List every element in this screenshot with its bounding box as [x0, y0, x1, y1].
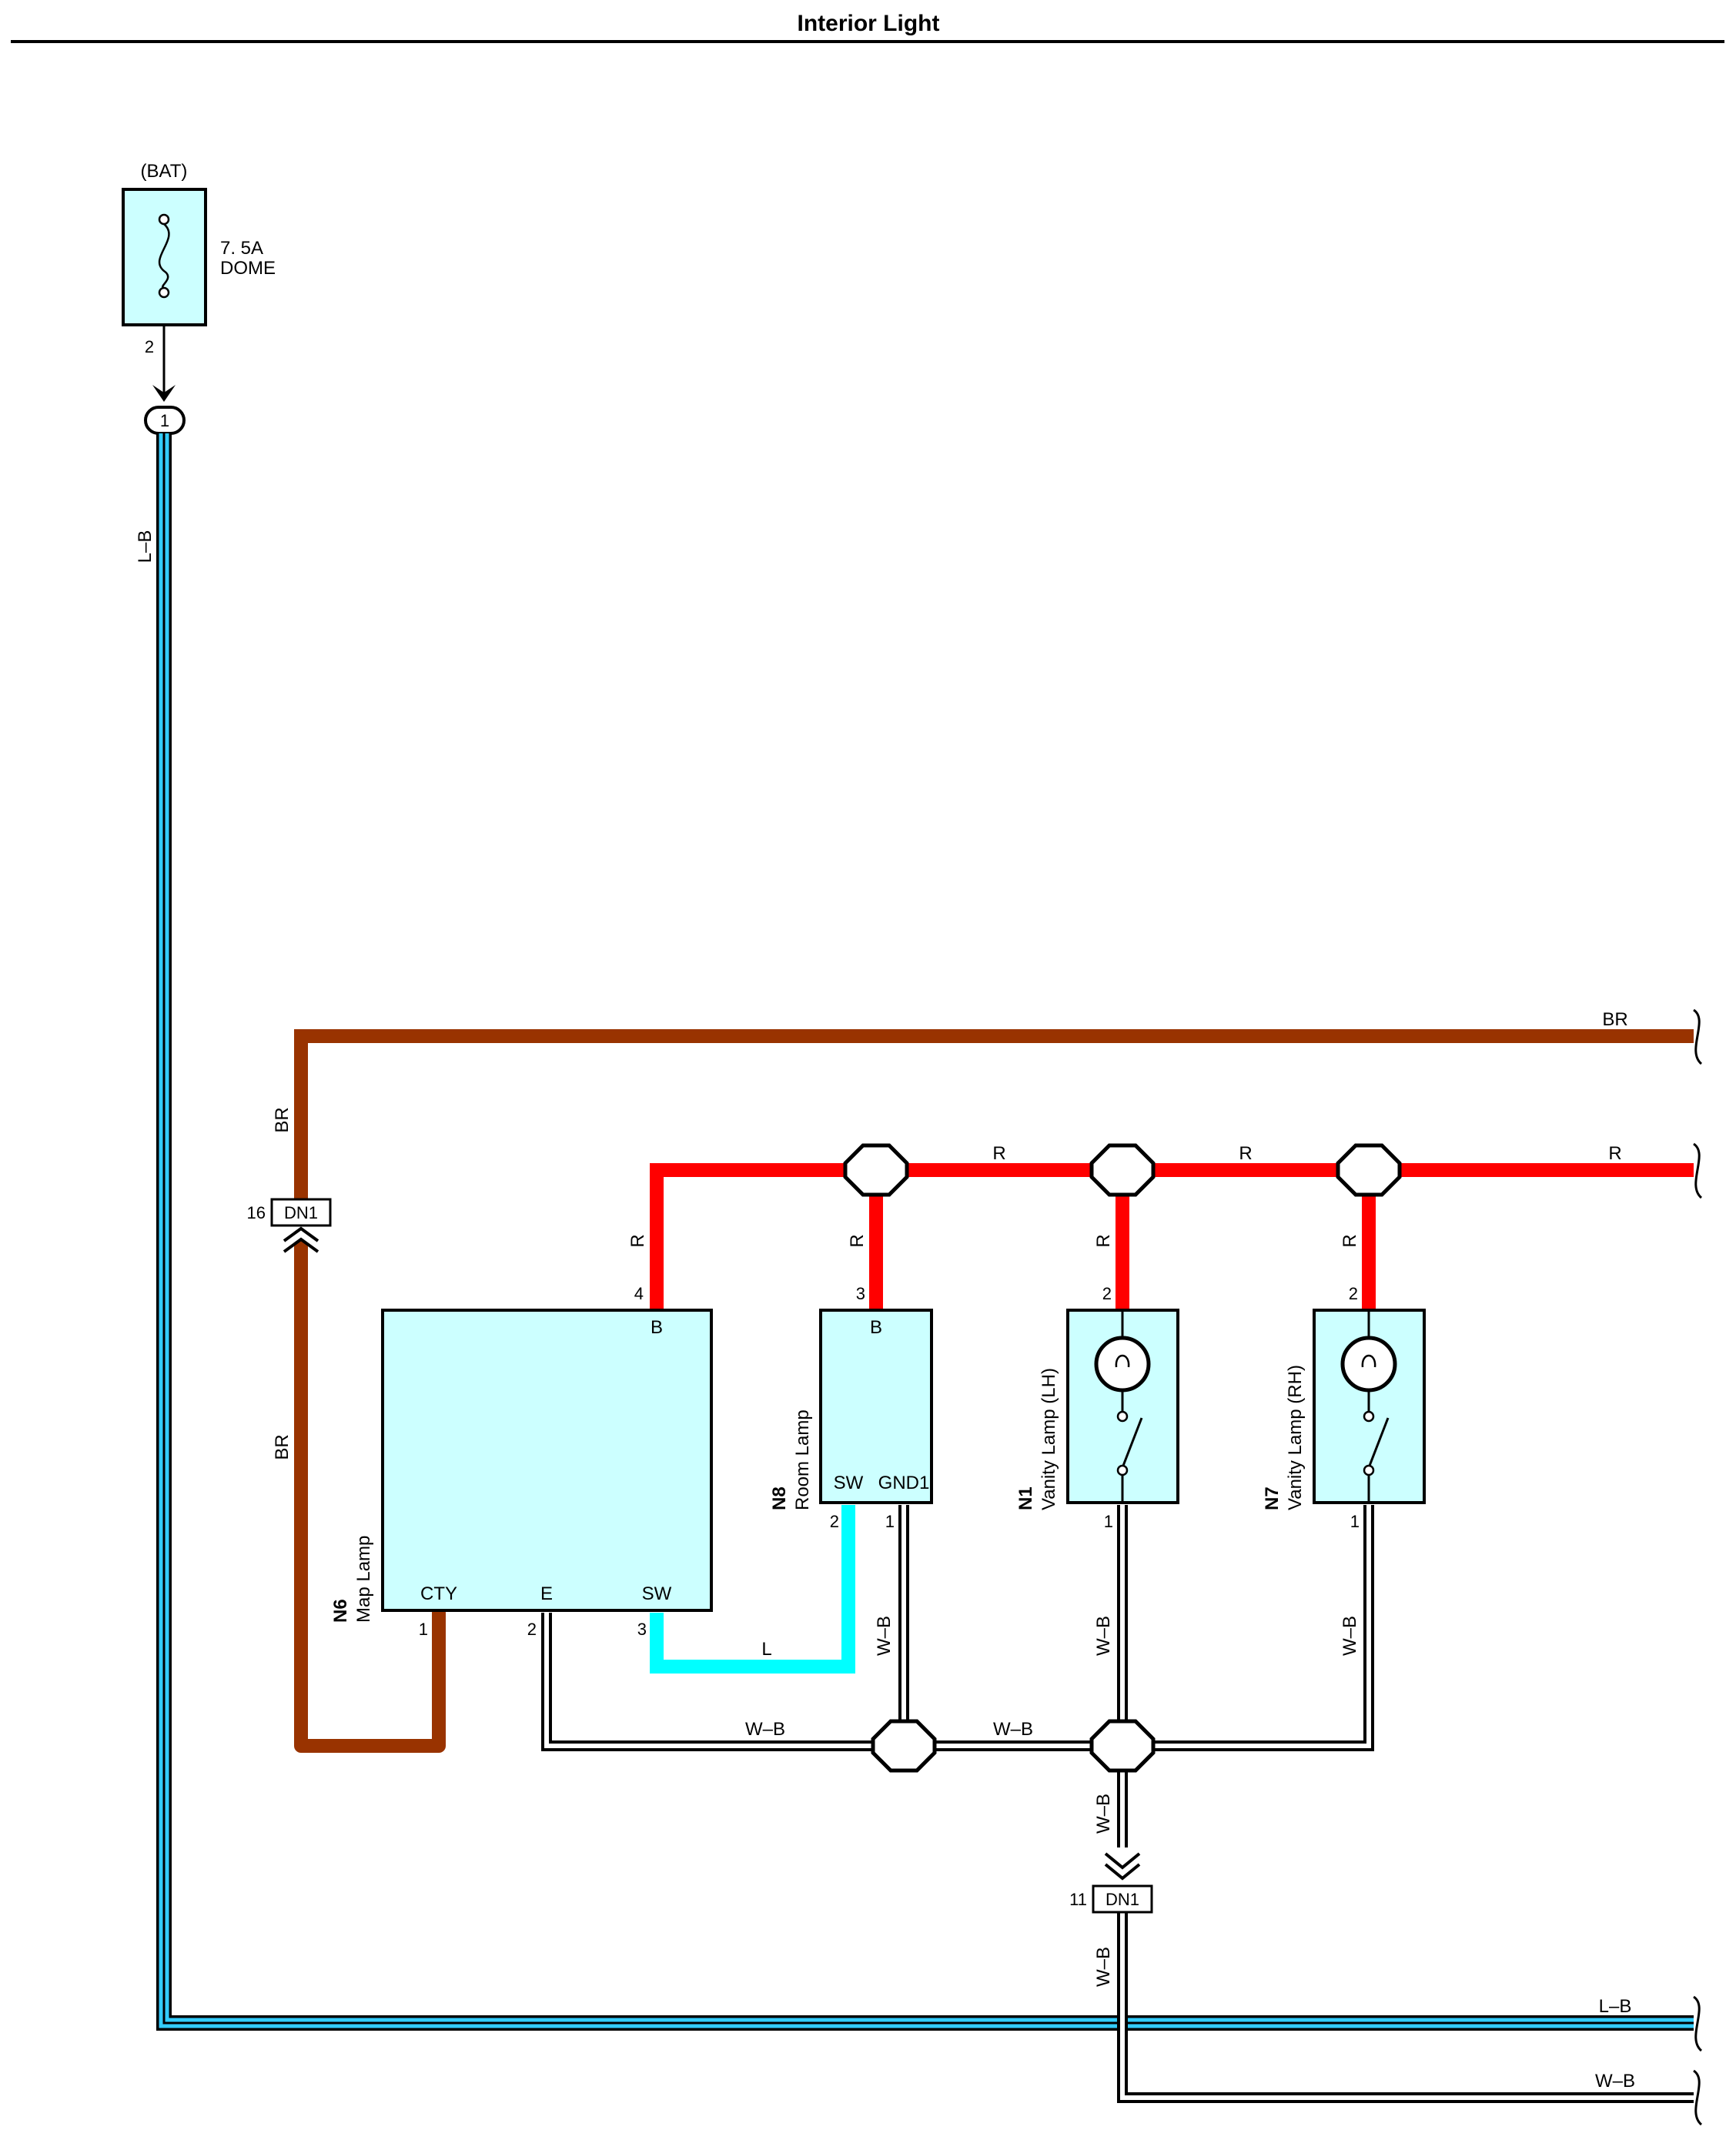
n6-pin-e: 2	[527, 1620, 537, 1639]
chevron-down-icon	[1104, 1852, 1141, 1870]
wire-label-wb-bottom: W–B	[1595, 2071, 1635, 2092]
wire-label-r-n6: R	[627, 1234, 648, 1247]
n8-name: Room Lamp	[792, 1409, 813, 1510]
fuse-header: (BAT)	[141, 161, 188, 182]
filament-icon	[1115, 1354, 1130, 1368]
n7-name: Vanity Lamp (RH)	[1285, 1365, 1306, 1510]
component-n7-vanity-lamp-rh: 2 1 N7 Vanity Lamp (RH)	[1262, 1284, 1426, 1531]
connector-dn1-16-pin: 16	[247, 1203, 266, 1222]
n8-pin-gnd: 1	[885, 1512, 895, 1531]
connector-dn1-16-name: DN1	[284, 1203, 318, 1222]
wire-label-r-1: R	[992, 1143, 1005, 1164]
wire-label-r-n7: R	[1340, 1234, 1360, 1247]
n1-pin-bottom: 1	[1104, 1512, 1113, 1531]
wire-label-br-top: BR	[1602, 1009, 1627, 1030]
wire-label-r-3: R	[1608, 1143, 1621, 1164]
junction-1-pin: 1	[160, 411, 169, 430]
wire-label-wb-n8: W–B	[874, 1616, 895, 1656]
fuse-dome: (BAT) 7. 5A DOME 2 1	[122, 161, 276, 435]
fuse-name: DOME	[220, 258, 276, 279]
chevron-down-icon	[1104, 1863, 1141, 1881]
component-n6-map-lamp: B CTY E SW 4 1 2 3 N6 Map Lamp	[330, 1284, 713, 1639]
chevron-up-icon	[283, 1226, 319, 1242]
n1-name: Vanity Lamp (LH)	[1039, 1368, 1059, 1510]
continuation-marks	[1693, 1008, 1703, 2126]
connector-dn1-11: DN1 11	[1069, 1852, 1153, 1914]
filament-icon	[1361, 1354, 1376, 1368]
fuse-rating: 7. 5A	[220, 238, 263, 259]
fuse-arrow-icon	[152, 385, 176, 402]
n6-pin-cty: 1	[419, 1620, 428, 1639]
wire-label-wb-down: W–B	[1093, 1794, 1114, 1834]
n7-code: N7	[1262, 1486, 1283, 1510]
n7-pin-bottom: 1	[1350, 1512, 1360, 1531]
wire-label-wb-n1: W–B	[1093, 1616, 1114, 1656]
fuse-element-icon	[158, 223, 170, 289]
n6-code: N6	[330, 1599, 351, 1623]
wire-label-br-vert1: BR	[272, 1107, 293, 1132]
switch-icon	[1368, 1417, 1390, 1466]
splice-wb-2	[1089, 1719, 1156, 1773]
wire-r	[650, 1163, 1694, 1309]
bulb-icon	[1094, 1336, 1151, 1393]
n6-terminal-cty: CTY	[420, 1583, 457, 1604]
switch-icon	[1122, 1417, 1143, 1466]
n6-pin-b: 4	[634, 1284, 644, 1303]
page-title: Interior Light	[798, 11, 940, 36]
splice-r-2	[1089, 1143, 1156, 1197]
n8-pin-sw: 2	[830, 1512, 839, 1531]
n6-body	[381, 1309, 713, 1612]
wire-label-r-2: R	[1239, 1143, 1252, 1164]
n6-pin-sw: 3	[637, 1620, 647, 1639]
wire-wb	[541, 1505, 1694, 2103]
wire-label-lb-bottom: L–B	[1599, 1996, 1632, 2017]
component-n8-room-lamp: B SW GND1 3 2 1 N8 Room Lamp	[769, 1284, 933, 1531]
fuse-terminal-top	[158, 213, 170, 226]
splice-r-1	[843, 1143, 909, 1197]
n6-terminal-b: B	[651, 1317, 663, 1338]
component-n1-vanity-lamp-lh: 2 1 N1 Vanity Lamp (LH)	[1015, 1284, 1179, 1531]
splice-r-3	[1336, 1143, 1402, 1197]
connector-dn1-16: DN1 16	[247, 1198, 332, 1253]
n6-terminal-e: E	[540, 1583, 553, 1604]
wire-label-wb-h1: W–B	[745, 1719, 785, 1740]
n8-terminal-b: B	[870, 1317, 882, 1338]
wire-label-br-vert2: BR	[272, 1434, 293, 1460]
chevron-up-icon	[283, 1237, 319, 1253]
n1-code: N1	[1015, 1486, 1036, 1510]
wire-label-wb-below: W–B	[1093, 1947, 1114, 1987]
wire-label-r-n1: R	[1093, 1234, 1114, 1247]
wire-label-wb-h2: W–B	[993, 1719, 1033, 1740]
n8-pin-b: 3	[856, 1284, 865, 1303]
n6-terminal-sw: SW	[642, 1583, 672, 1604]
wire-lb	[156, 433, 1694, 2031]
n1-pin-top: 2	[1102, 1284, 1112, 1303]
fuse-terminal-bottom	[158, 286, 170, 299]
n8-terminal-gnd: GND1	[878, 1473, 930, 1493]
n8-body	[819, 1309, 933, 1504]
connector-dn1-11-name: DN1	[1105, 1890, 1139, 1909]
wire-l	[650, 1505, 855, 1674]
wire-label-wb-n7: W–B	[1340, 1616, 1360, 1656]
n8-terminal-sw: SW	[834, 1473, 864, 1493]
n7-pin-top: 2	[1349, 1284, 1358, 1303]
wire-br	[294, 1029, 1694, 1753]
wire-label-l: L	[761, 1639, 771, 1660]
n8-code: N8	[769, 1486, 790, 1510]
fuse-box	[122, 188, 207, 326]
n6-name: Map Lamp	[353, 1536, 374, 1623]
wire-label-lb-main: L–B	[135, 530, 156, 563]
fuse-pin-out: 2	[145, 337, 154, 356]
bulb-icon	[1340, 1336, 1397, 1393]
connector-dn1-11-pin: 11	[1069, 1890, 1087, 1909]
wire-label-r-n8: R	[847, 1234, 868, 1247]
splice-wb-1	[871, 1719, 937, 1773]
